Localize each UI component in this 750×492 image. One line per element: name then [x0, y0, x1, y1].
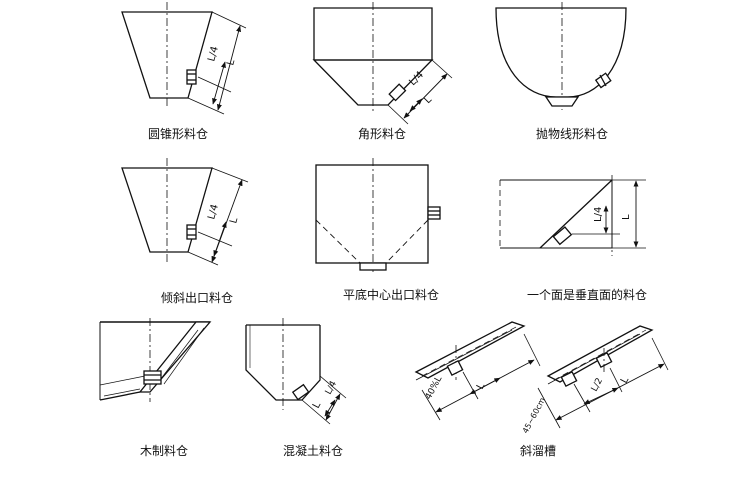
- chute-left-dim-percent: 40%L: [424, 375, 445, 402]
- caption-flat-center-outlet-bin: 平底中心出口料仓: [343, 288, 440, 302]
- conical-bin-figure: [121, 2, 247, 115]
- chute-right-dim-length: L: [619, 375, 632, 385]
- concrete-bin-dim-quarter: L/4: [324, 379, 339, 396]
- svg-text:L/4: L/4: [407, 70, 426, 89]
- vertical-face-bin-dim-length: L: [621, 214, 632, 220]
- caption-chute: 斜溜槽: [520, 444, 557, 458]
- chute-right-figure: [537, 325, 669, 429]
- svg-text:L/4: L/4: [324, 379, 339, 396]
- svg-text:L: L: [619, 375, 632, 385]
- concrete-bin-dim-length: L: [311, 400, 324, 410]
- parabolic-bin-figure: [495, 2, 627, 110]
- svg-text:L: L: [475, 381, 488, 391]
- svg-text:40%L: 40%L: [424, 375, 445, 402]
- svg-text:L: L: [225, 58, 237, 67]
- svg-text:L: L: [228, 216, 240, 225]
- svg-text:45~60cm: 45~60cm: [521, 396, 547, 435]
- svg-text:L: L: [621, 214, 632, 220]
- concrete-bin-figure: [245, 318, 347, 425]
- chute-left-dim-length: L: [475, 381, 488, 391]
- vertical-face-bin-figure: [499, 175, 646, 256]
- angular-bin-dim-length: L: [422, 94, 434, 106]
- svg-text:L: L: [422, 94, 434, 106]
- angular-bin-figure: [312, 2, 453, 125]
- caption-concrete-bin: 混凝土料仓: [283, 444, 344, 458]
- svg-text:L/2: L/2: [590, 377, 605, 394]
- caption-vertical-face-bin: 一个面是垂直面的料仓: [527, 288, 648, 302]
- angular-bin-dim-quarter: L/4: [407, 70, 426, 89]
- caption-wooden-bin: 木制料仓: [140, 444, 189, 458]
- inclined-outlet-bin-figure: [121, 158, 249, 266]
- svg-text:L/4: L/4: [206, 203, 221, 221]
- inclined-outlet-bin-dim-quarter: L/4: [206, 203, 221, 221]
- chute-right-dim-range: 45~60cm: [521, 396, 547, 435]
- chute-right-dim-half: L/2: [590, 377, 605, 394]
- svg-text:L: L: [311, 400, 324, 410]
- wooden-bin-figure: [99, 318, 212, 402]
- svg-text:L/4: L/4: [206, 45, 221, 63]
- caption-inclined-outlet-bin: 倾斜出口料仓: [161, 291, 234, 305]
- caption-conical-bin: 圆锥形料仓: [148, 127, 209, 141]
- svg-text:L/4: L/4: [593, 207, 604, 222]
- vertical-face-bin-dim-quarter: L/4: [593, 207, 604, 222]
- flat-center-outlet-bin-figure: [315, 158, 441, 272]
- caption-parabolic-bin: 抛物线形料仓: [536, 127, 609, 141]
- inclined-outlet-bin-dim-length: L: [228, 216, 240, 225]
- chute-left-figure: [414, 321, 541, 421]
- caption-angular-bin: 角形料仓: [358, 127, 407, 141]
- conical-bin-dim-length: L: [225, 58, 237, 67]
- conical-bin-dim-quarter: L/4: [206, 45, 221, 63]
